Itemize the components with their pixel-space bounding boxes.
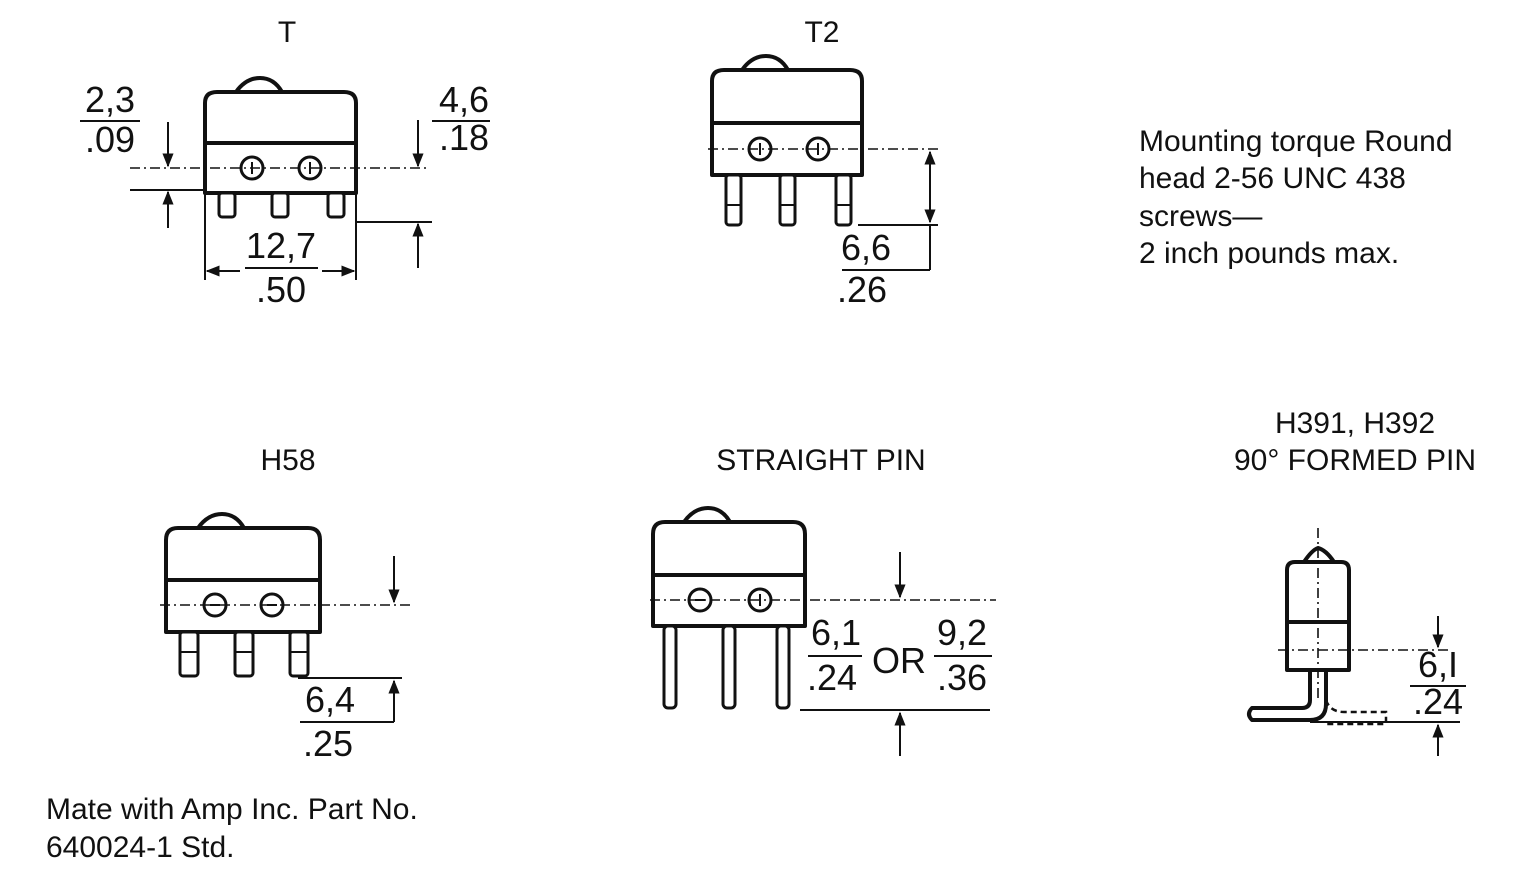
mate-note-line-2: 640024-1 Std. xyxy=(46,831,234,864)
switch-body-h58 xyxy=(160,512,414,678)
switch-body-straight-pin xyxy=(650,506,996,710)
view-t: T 2,3 .09 4,6 .18 xyxy=(80,16,490,310)
dim-t-bottom-mm: 12,7 xyxy=(246,225,316,266)
switch-body-t2 xyxy=(708,54,938,227)
mounting-note-line-4: 2 inch pounds max. xyxy=(1139,237,1399,270)
dim-straight-pin-or: OR xyxy=(872,640,926,681)
view-formed-pin: H391, H392 90° FORMED PIN 6,I .24 xyxy=(1234,407,1476,756)
dimension-straight-pin: 6,1 .24 OR 9,2 .36 xyxy=(800,552,992,756)
mounting-note-line-2: head 2-56 UNC 438 xyxy=(1139,162,1406,195)
dim-t-right-in: .18 xyxy=(439,117,489,158)
dim-straight-pin-a-in: .24 xyxy=(807,657,857,698)
view-formed-pin-title-1: H391, H392 xyxy=(1275,407,1435,440)
dim-formed-pin-mm: 6,I xyxy=(1418,644,1458,685)
view-t2: T2 6,6 .26 xyxy=(708,16,938,310)
mate-note-line-1: Mate with Amp Inc. Part No. xyxy=(46,793,418,826)
dim-t-left-mm: 2,3 xyxy=(85,79,135,120)
dimension-t2: 6,6 .26 xyxy=(837,150,938,310)
switch-body-t xyxy=(130,76,430,219)
view-straight-pin: STRAIGHT PIN 6,1 .24 OR 9,2 .36 xyxy=(650,444,996,756)
mate-note: Mate with Amp Inc. Part No. 640024-1 Std… xyxy=(46,793,418,864)
view-t-title: T xyxy=(278,16,296,49)
mounting-note-line-3: screws— xyxy=(1139,200,1262,233)
dim-t2-mm: 6,6 xyxy=(841,227,891,268)
view-t2-title: T2 xyxy=(804,16,839,49)
dim-h58-mm: 6,4 xyxy=(305,679,355,720)
mounting-note-line-1: Mounting torque Round xyxy=(1139,125,1453,158)
view-h58-title: H58 xyxy=(260,444,315,477)
mounting-note: Mounting torque Round head 2-56 UNC 438 … xyxy=(1139,125,1453,270)
dimension-t-left: 2,3 .09 xyxy=(80,79,205,228)
dim-straight-pin-b-in: .36 xyxy=(937,657,987,698)
dimension-h58: 6,4 .25 xyxy=(298,556,402,764)
view-straight-pin-title: STRAIGHT PIN xyxy=(716,444,925,477)
dim-t-bottom-in: .50 xyxy=(256,269,306,310)
dim-straight-pin-a-mm: 6,1 xyxy=(811,612,861,653)
dimension-t-bottom: 12,7 .50 xyxy=(204,193,357,310)
dim-formed-pin-in: .24 xyxy=(1413,681,1463,722)
dimension-t-right: 4,6 .18 xyxy=(356,79,490,268)
dim-t-right-mm: 4,6 xyxy=(439,79,489,120)
dim-straight-pin-b-mm: 9,2 xyxy=(937,612,987,653)
dimension-formed-pin: 6,I .24 xyxy=(1310,616,1466,756)
dim-t-left-in: .09 xyxy=(85,119,135,160)
dim-h58-in: .25 xyxy=(303,723,353,764)
view-formed-pin-title-2: 90° FORMED PIN xyxy=(1234,444,1476,477)
switch-body-formed-pin xyxy=(1247,528,1450,726)
view-h58: H58 6,4 .25 xyxy=(160,444,414,764)
dim-t2-in: .26 xyxy=(837,269,887,310)
